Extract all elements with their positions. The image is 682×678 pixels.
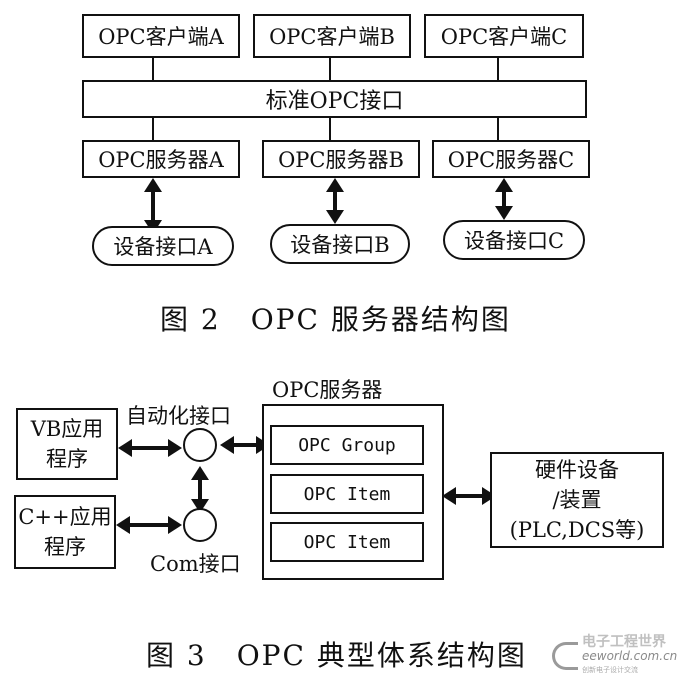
arrowhead — [482, 487, 496, 505]
opc-server-c: OPC服务器C — [432, 140, 590, 178]
device-interface-b: 设备接口B — [270, 224, 410, 264]
arrowhead — [116, 516, 130, 534]
logo-site: eeworld.com.cn — [582, 649, 678, 663]
logo-name: 电子工程世界 — [582, 634, 666, 650]
vb-application-line-1: VB应用 — [30, 417, 104, 441]
arrowhead — [495, 178, 513, 192]
device-interface-c: 设备接口C — [443, 220, 585, 260]
arrowhead — [326, 178, 344, 192]
hardware-device-box: 硬件设备 /装置 (PLC,DCS等) — [490, 452, 664, 548]
arrowhead — [326, 210, 344, 224]
arrowhead — [144, 178, 162, 192]
eeworld-logo-icon — [552, 642, 578, 670]
cpp-application-line-1: C++应用 — [18, 505, 112, 529]
arrowhead — [442, 487, 456, 505]
arrowhead — [495, 206, 513, 220]
arrowhead — [168, 439, 182, 457]
hardware-line-2: /装置 — [552, 488, 602, 512]
automation-interface-label: 自动化接口 — [126, 404, 231, 428]
opc-client-c: OPC客户端C — [424, 14, 584, 58]
opc-item-box-2: OPC Item — [270, 522, 424, 562]
figure-3-caption: 图 3 OPC 典型体系结构图 — [146, 639, 527, 672]
arrowhead — [220, 436, 234, 454]
automation-interface-node — [183, 428, 217, 462]
opc-server-title: OPC服务器 — [272, 378, 383, 402]
arrowhead — [191, 499, 209, 513]
vb-application-line-2: 程序 — [46, 447, 88, 471]
cpp-application-line-2: 程序 — [44, 535, 86, 559]
cpp-application-box: C++应用 程序 — [14, 495, 116, 569]
opc-client-a: OPC客户端A — [82, 14, 240, 58]
hardware-line-1: 硬件设备 — [535, 458, 619, 482]
device-interface-a: 设备接口A — [92, 226, 234, 266]
hardware-line-3: (PLC,DCS等) — [509, 518, 645, 542]
opc-group-box: OPC Group — [270, 425, 424, 465]
arrowhead — [168, 516, 182, 534]
logo-slogan: 创新电子设计交流 — [582, 666, 638, 674]
opc-server-b: OPC服务器B — [262, 140, 420, 178]
opc-client-b: OPC客户端B — [253, 14, 411, 58]
vb-application-box: VB应用 程序 — [16, 408, 118, 480]
figure-2-caption: 图 2 OPC 服务器结构图 — [160, 303, 511, 336]
standard-opc-interface: 标准OPC接口 — [82, 80, 587, 118]
eeworld-logo: 电子工程世界 eeworld.com.cn 创新电子设计交流 — [552, 634, 680, 676]
com-interface-label: Com接口 — [150, 552, 241, 576]
opc-server-a: OPC服务器A — [82, 140, 240, 178]
arrowhead — [118, 439, 132, 457]
arrowhead — [191, 466, 209, 480]
com-interface-node — [183, 508, 217, 542]
opc-item-box-1: OPC Item — [270, 474, 424, 514]
